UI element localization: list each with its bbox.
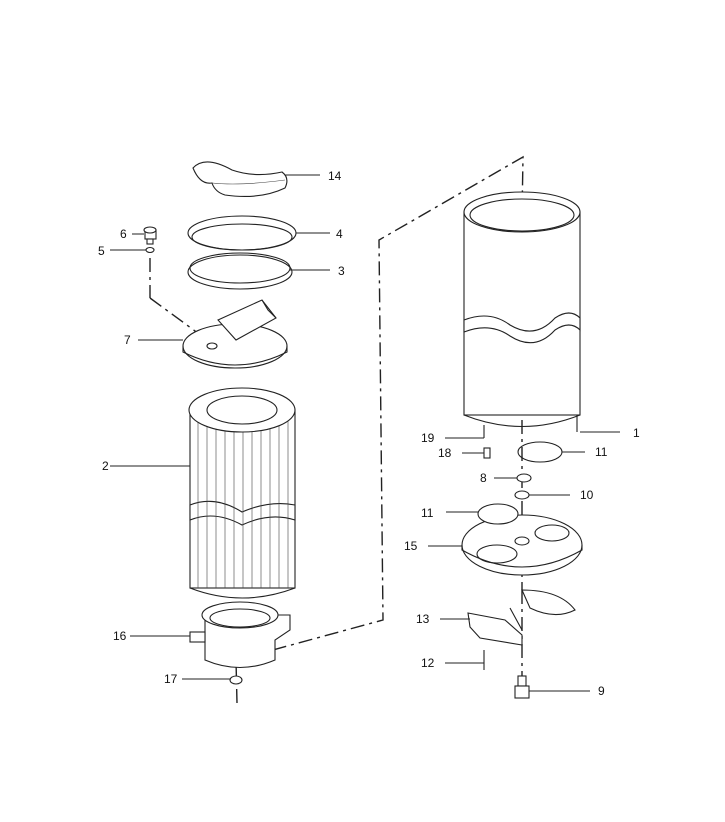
callout-11-lower: 11 xyxy=(421,506,434,520)
callout-4: 4 xyxy=(336,227,343,241)
cover-part-7 xyxy=(182,299,288,369)
washer-part-8 xyxy=(516,473,532,483)
callout-9: 9 xyxy=(598,684,605,698)
callout-labels: 1 2 3 4 5 6 7 8 9 10 11 11 12 13 14 15 1… xyxy=(98,169,640,698)
bracket-part-13 xyxy=(467,589,576,646)
callout-8: 8 xyxy=(480,471,487,485)
callout-2: 2 xyxy=(102,459,109,473)
callout-17: 17 xyxy=(164,672,178,686)
o-ring-part-10 xyxy=(514,490,530,500)
gasket-part-11-lower xyxy=(477,503,519,525)
callout-10: 10 xyxy=(580,488,594,502)
callout-19: 19 xyxy=(421,431,435,445)
seal-plate-part-14 xyxy=(192,161,288,197)
callout-13: 13 xyxy=(416,612,430,626)
callout-1: 1 xyxy=(633,426,640,440)
callout-18: 18 xyxy=(438,446,452,460)
retaining-ring-part-4 xyxy=(187,215,297,251)
filter-element-part-2 xyxy=(188,387,296,599)
callout-12: 12 xyxy=(421,656,435,670)
leader-lines xyxy=(110,174,620,692)
vent-plug-part-6 xyxy=(143,226,157,245)
callout-11-upper: 11 xyxy=(595,445,608,459)
callout-3: 3 xyxy=(338,264,345,278)
drain-plug-part-9 xyxy=(514,675,530,699)
callout-7: 7 xyxy=(124,333,131,347)
base-plate-part-15 xyxy=(461,514,583,576)
gasket-part-3 xyxy=(187,252,293,290)
washer-part-5 xyxy=(145,246,155,254)
callout-14: 14 xyxy=(328,169,342,183)
callout-5: 5 xyxy=(98,244,105,258)
callout-6: 6 xyxy=(120,227,127,241)
callout-15: 15 xyxy=(404,539,418,553)
gasket-part-11-upper xyxy=(517,441,563,463)
o-ring-part-17 xyxy=(229,675,243,685)
callout-16: 16 xyxy=(113,629,127,643)
screw-part-18 xyxy=(483,447,491,459)
adapter-part-16 xyxy=(189,601,291,668)
housing-part-1 xyxy=(463,191,581,432)
